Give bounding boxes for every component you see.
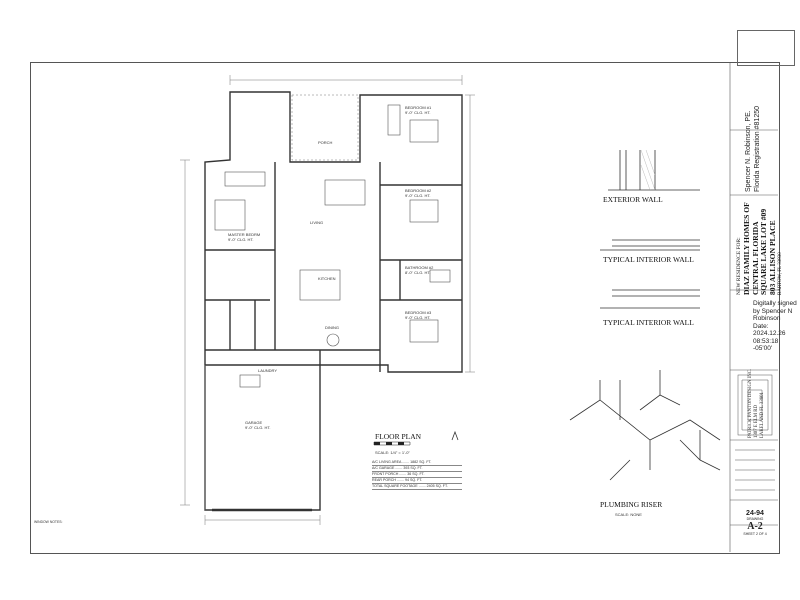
engineer-stamp: Spencer N. Robinson, PE. Florida Registr… xyxy=(745,106,761,192)
room-label: KITCHEN xyxy=(318,276,336,281)
exterior-wall-title: EXTERIOR WALL xyxy=(603,195,663,204)
room-label: DINING xyxy=(325,325,339,330)
firm-logo xyxy=(737,374,773,436)
plumbing-riser-title: PLUMBING RISER xyxy=(600,500,663,509)
window-notes: WINDOW NOTES: xyxy=(34,520,63,524)
room-label: LIVING xyxy=(310,220,324,225)
plumbing-scale: SCALE: NONE xyxy=(615,512,642,517)
floor-plan-title: FLOOR PLAN xyxy=(375,432,422,441)
sheet-info: 24-94 DRAWING A-2 SHEET 2 OF 4 xyxy=(743,510,767,536)
project-title: NEW RESIDENCE FOR: DIAZ FAMILY HOMES OF … xyxy=(736,202,784,295)
area-table: A/C LIVING AREA ....... 1882 SQ. FT. A/C… xyxy=(372,460,462,490)
permit-stamp xyxy=(737,30,795,66)
firm-info: PATRICK PANTON DESIGN INC. 1307 E ELM RD… xyxy=(748,368,765,438)
plumbing-riser xyxy=(569,370,721,481)
floor-plan-scale: SCALE: 1/4" = 1'-0" xyxy=(375,450,410,455)
digital-signature: Digitally signed by Spencer N Robinson D… xyxy=(753,300,797,352)
room-label: LAUNDRY xyxy=(258,368,278,373)
wall-sections xyxy=(600,150,700,309)
interior-wall-title: TYPICAL INTERIOR WALL xyxy=(603,255,694,264)
interior-wall-title-2: TYPICAL INTERIOR WALL xyxy=(603,318,694,327)
room-label: PORCH xyxy=(318,140,333,145)
